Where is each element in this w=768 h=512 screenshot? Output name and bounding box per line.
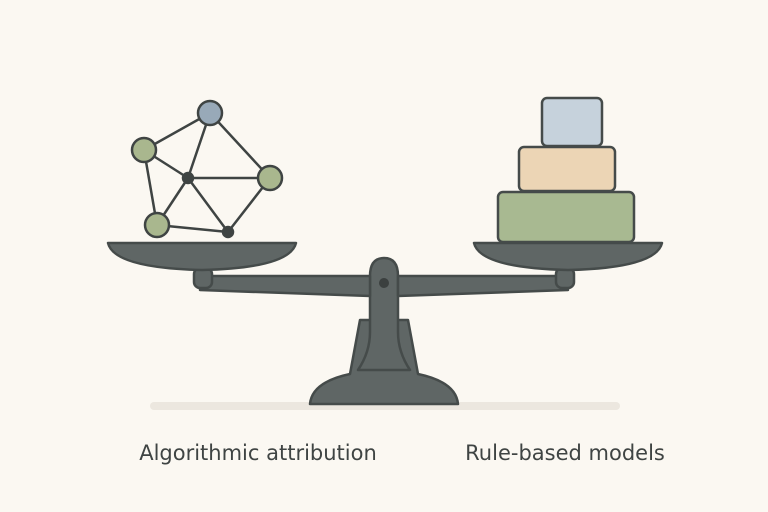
floor-shadow — [150, 402, 620, 410]
node-top-blue — [196, 99, 224, 127]
node-right-green — [256, 164, 284, 192]
left-pan — [106, 241, 298, 272]
label-rule-based-models: Rule-based models — [465, 441, 665, 465]
node-bottom-green — [143, 211, 171, 239]
node-bottom-right — [221, 225, 235, 239]
pivot-pin — [379, 278, 389, 288]
right-pan — [472, 241, 664, 272]
network-nodes — [130, 99, 284, 239]
block-top-blue — [540, 96, 604, 148]
scale-beam-right — [396, 274, 570, 298]
node-center — [181, 171, 195, 185]
block-middle-peach — [517, 145, 617, 193]
stacked-blocks-icon — [496, 96, 636, 244]
label-algorithmic-attribution: Algorithmic attribution — [139, 441, 377, 465]
scale-beam — [198, 274, 372, 298]
block-bottom-green — [496, 190, 636, 244]
node-left-green — [130, 136, 158, 164]
